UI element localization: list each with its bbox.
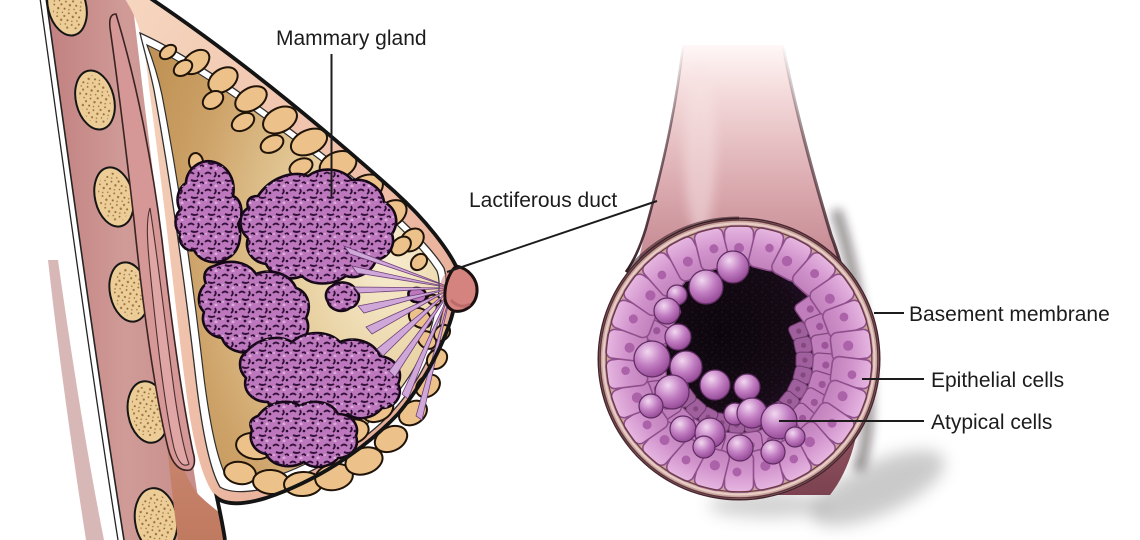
label-atypical-cells: Atypical cells (931, 411, 1053, 434)
duct-cross-section-circle (597, 216, 881, 501)
breast-outline (149, 0, 458, 540)
nipple (440, 264, 479, 313)
label-mammary-gland: Mammary gland (276, 27, 427, 50)
basement-membrane-ring (599, 219, 879, 499)
label-lactiferous-duct: Lactiferous duct (469, 189, 618, 212)
label-basement-membrane: Basement membrane (909, 303, 1110, 326)
inframammary-shading (162, 355, 225, 540)
pectoral-muscle (108, 13, 196, 472)
lactiferous-duct-strips (342, 245, 453, 421)
duct-cross-section-illustration (597, 44, 945, 526)
leader-lines (330, 54, 924, 422)
tube-circle-fold-shadow (624, 216, 740, 273)
breast-cross-section-illustration (39, 0, 479, 540)
label-epithelial-cells: Epithelial cells (931, 369, 1065, 392)
circle-drop-shadow (811, 450, 945, 526)
lactiferous-duct-leader-line (446, 200, 658, 273)
atypical-cell-cluster (633, 250, 806, 465)
epithelial-cell-ring (605, 225, 873, 493)
